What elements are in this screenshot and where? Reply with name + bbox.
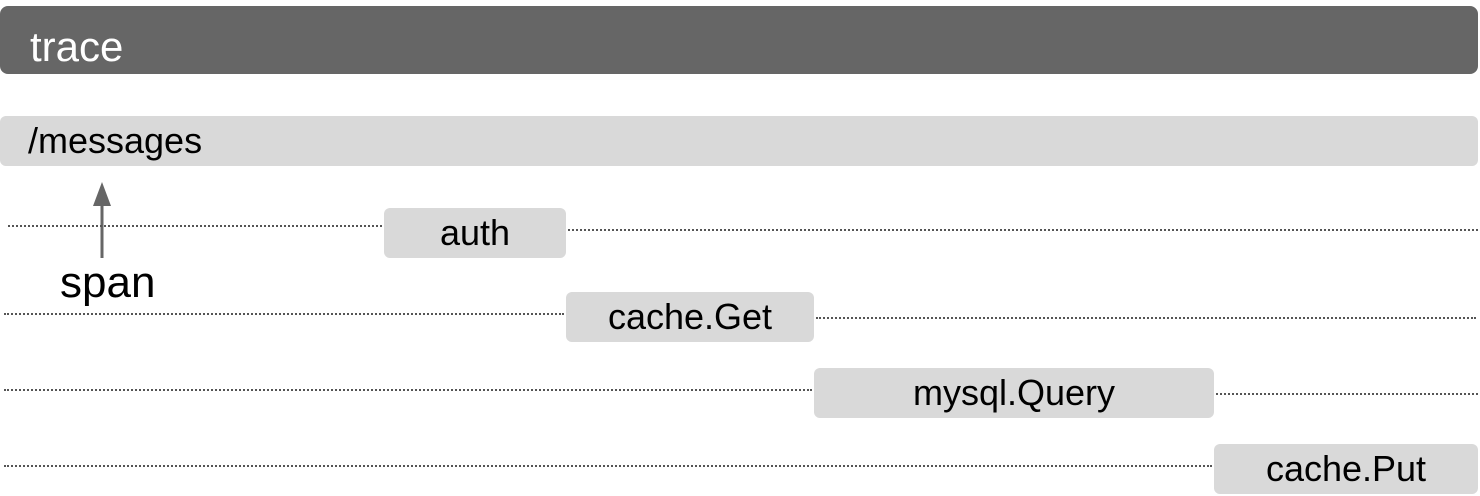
timeline-dotted-line — [568, 229, 1478, 231]
trace-bar: trace — [0, 6, 1478, 74]
span-label: cache.Get — [607, 296, 773, 337]
span-label: cache.Put — [1265, 448, 1427, 489]
timeline-dotted-line — [4, 465, 1212, 467]
span-label: auth — [439, 212, 511, 253]
timeline-dotted-line — [4, 313, 564, 315]
span-auth: auth — [384, 208, 566, 258]
root-span: /messages — [0, 116, 1478, 166]
timeline-dotted-line — [4, 389, 812, 391]
span-cache-get: cache.Get — [566, 292, 814, 342]
span-mysql-query: mysql.Query — [814, 368, 1214, 418]
callout-label: span — [60, 258, 156, 307]
callout-arrow-icon — [93, 182, 111, 258]
span-label: mysql.Query — [912, 372, 1116, 413]
timeline-dotted-line — [816, 317, 1476, 319]
span-cache-put: cache.Put — [1214, 444, 1478, 494]
root-span-label: /messages — [28, 120, 203, 161]
timeline-dotted-line — [1216, 393, 1478, 395]
timeline-dotted-line — [8, 225, 382, 227]
trace-label: trace — [30, 23, 124, 70]
